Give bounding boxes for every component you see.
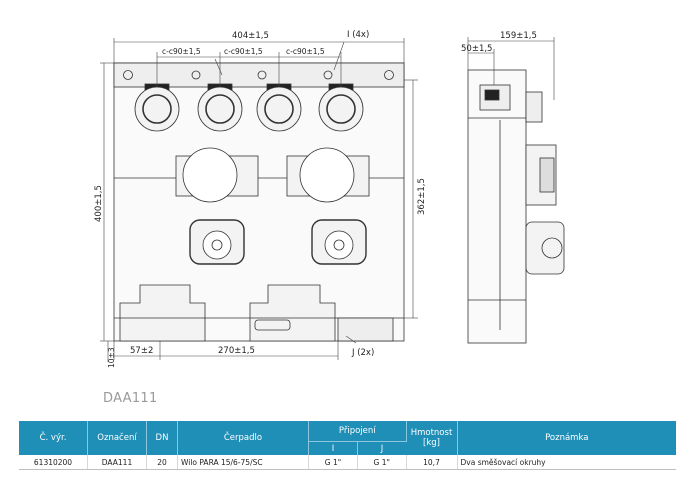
figure-caption: DAA111 — [103, 391, 158, 406]
header-dn: DN — [146, 421, 178, 455]
cell-oznaceni: DAA111 — [87, 455, 147, 470]
pumps — [114, 147, 404, 203]
bottom-fittings — [114, 284, 404, 342]
header-pripojeni: Připojení — [308, 421, 407, 442]
header-hmotnost: Hmotnost [kg] — [406, 421, 458, 455]
cell-poznamka: Dva směšovací okruhy — [457, 455, 676, 470]
cell-dn: 20 — [146, 455, 178, 470]
cell-pripojeni-i: G 1" — [308, 455, 358, 470]
dim-width: 404±1,5 — [232, 31, 269, 41]
dim-height: 400±1,5 — [94, 185, 104, 222]
front-view — [113, 62, 405, 342]
dim-depth: 159±1,5 — [500, 31, 537, 41]
dim-offset: 50±1,5 — [461, 44, 492, 54]
dim-left-offset: 57±2 — [130, 346, 153, 356]
table-row: 61310200 DAA111 20 Wilo PARA 15/6-75/SC … — [19, 455, 676, 470]
dim-spacing-1: c-c90±1,5 — [162, 47, 201, 56]
dim-spacing-2: c-c90±1,5 — [224, 47, 263, 56]
header-pripojeni-j: J — [357, 441, 406, 455]
spec-table: Č. výr. Označení DN Čerpadlo Připojení H… — [19, 421, 676, 470]
dim-bottom-width: 270±1,5 — [218, 346, 255, 356]
connectors — [134, 83, 364, 132]
callout-j: J (2x) — [351, 348, 374, 358]
cell-cerpadlo: Wilo PARA 15/6-75/SC — [177, 455, 309, 470]
cell-cislo: 61310200 — [19, 455, 88, 470]
cell-pripojeni-j: G 1" — [357, 455, 407, 470]
cell-hmotnost: 10,7 — [406, 455, 458, 470]
header-cerpadlo: Čerpadlo — [177, 421, 309, 455]
technical-drawing: 404±1,5 I (4x) c-c90±1,5 c-c90±1,5 c-c90… — [94, 30, 565, 368]
dim-inner-height: 362±1,5 — [417, 178, 427, 215]
header-oznaceni: Označení — [87, 421, 147, 455]
header-pripojeni-i: I — [308, 441, 358, 455]
header-cislo: Č. výr. — [19, 421, 88, 455]
callout-i: I (4x) — [347, 30, 369, 40]
mixing-valves — [189, 219, 367, 265]
dim-bottom-offset: 10±3 — [107, 347, 116, 368]
side-view — [467, 69, 565, 344]
header-poznamka: Poznámka — [457, 421, 676, 455]
dim-spacing-3: c-c90±1,5 — [286, 47, 325, 56]
